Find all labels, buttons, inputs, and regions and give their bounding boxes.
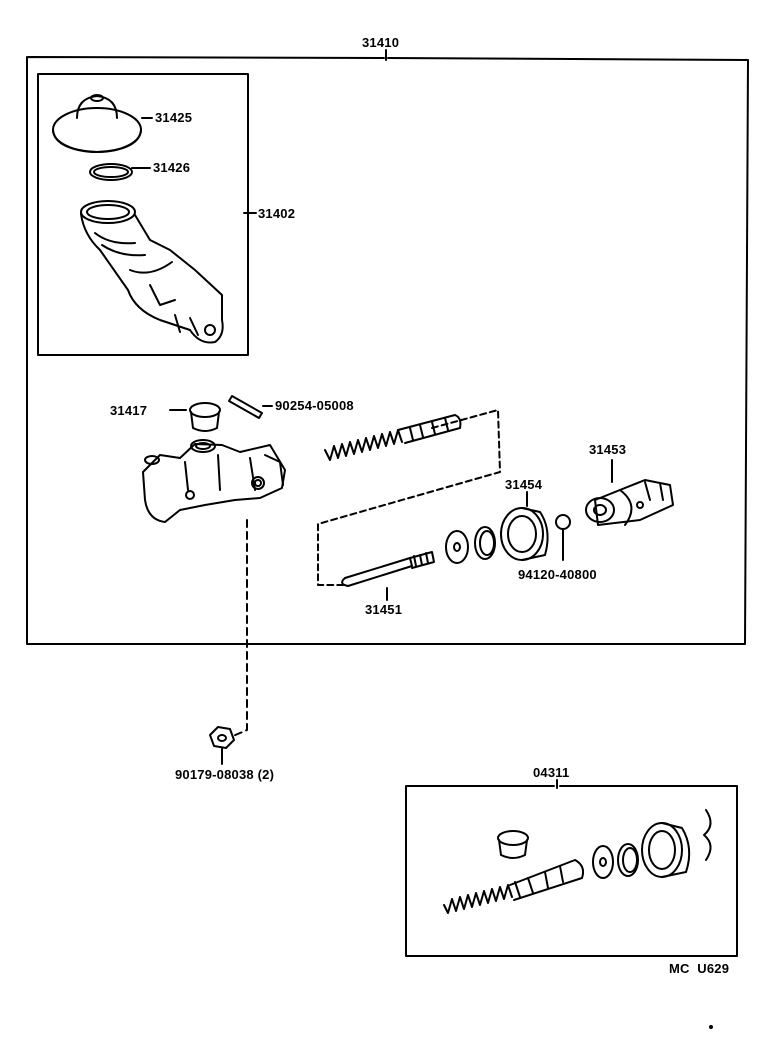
label-boot-31454: 31454 <box>505 477 543 492</box>
master-cylinder-drawing <box>142 439 286 523</box>
label-reservoir-31402: 31402 <box>258 206 296 221</box>
nut-drawing <box>209 726 235 765</box>
kit-frame <box>405 785 738 957</box>
label-cap-31425: 31425 <box>155 110 193 125</box>
washer-drawing <box>445 530 469 564</box>
grommet-drawing <box>169 402 221 432</box>
kit-snap-ring-drawing <box>617 843 639 877</box>
label-kit-04311: 04311 <box>533 765 570 780</box>
clip-drawing <box>555 514 571 561</box>
piston-dashed-box <box>317 409 501 586</box>
push-rod-drawing <box>341 551 435 601</box>
label-diagram-code: MC U629 <box>669 961 730 976</box>
reservoir-frame <box>37 73 249 356</box>
reservoir-gasket-drawing <box>89 163 151 181</box>
reservoir-cap-drawing <box>52 94 153 153</box>
kit-grommet-drawing <box>497 830 529 859</box>
snap-ring-drawing <box>474 526 496 560</box>
assembly-frame <box>26 56 749 645</box>
pin-drawing <box>228 395 273 419</box>
reservoir-body-drawing <box>80 200 257 344</box>
clevis-drawing <box>585 459 674 526</box>
label-assembly-31410: 31410 <box>362 35 400 50</box>
spring-piston-drawing <box>324 414 462 461</box>
label-nut-90179: 90179-08038 (2) <box>175 767 275 782</box>
nut-dashed-leader <box>232 519 248 737</box>
corner-mark <box>709 1025 713 1029</box>
label-gasket-31426: 31426 <box>153 160 191 175</box>
boot-drawing <box>500 491 549 561</box>
kit-spring-piston-drawing <box>443 859 585 914</box>
label-pin-90254: 90254-05008 <box>275 398 354 413</box>
kit-clip-drawing <box>703 809 712 861</box>
label-grommet-31417: 31417 <box>110 403 148 418</box>
kit-washer-drawing <box>592 845 614 879</box>
label-clip-94120: 94120-40800 <box>518 567 597 582</box>
kit-boot-drawing <box>641 822 691 878</box>
label-pushrod-31451: 31451 <box>365 602 403 617</box>
label-clevis-31453: 31453 <box>589 442 627 457</box>
